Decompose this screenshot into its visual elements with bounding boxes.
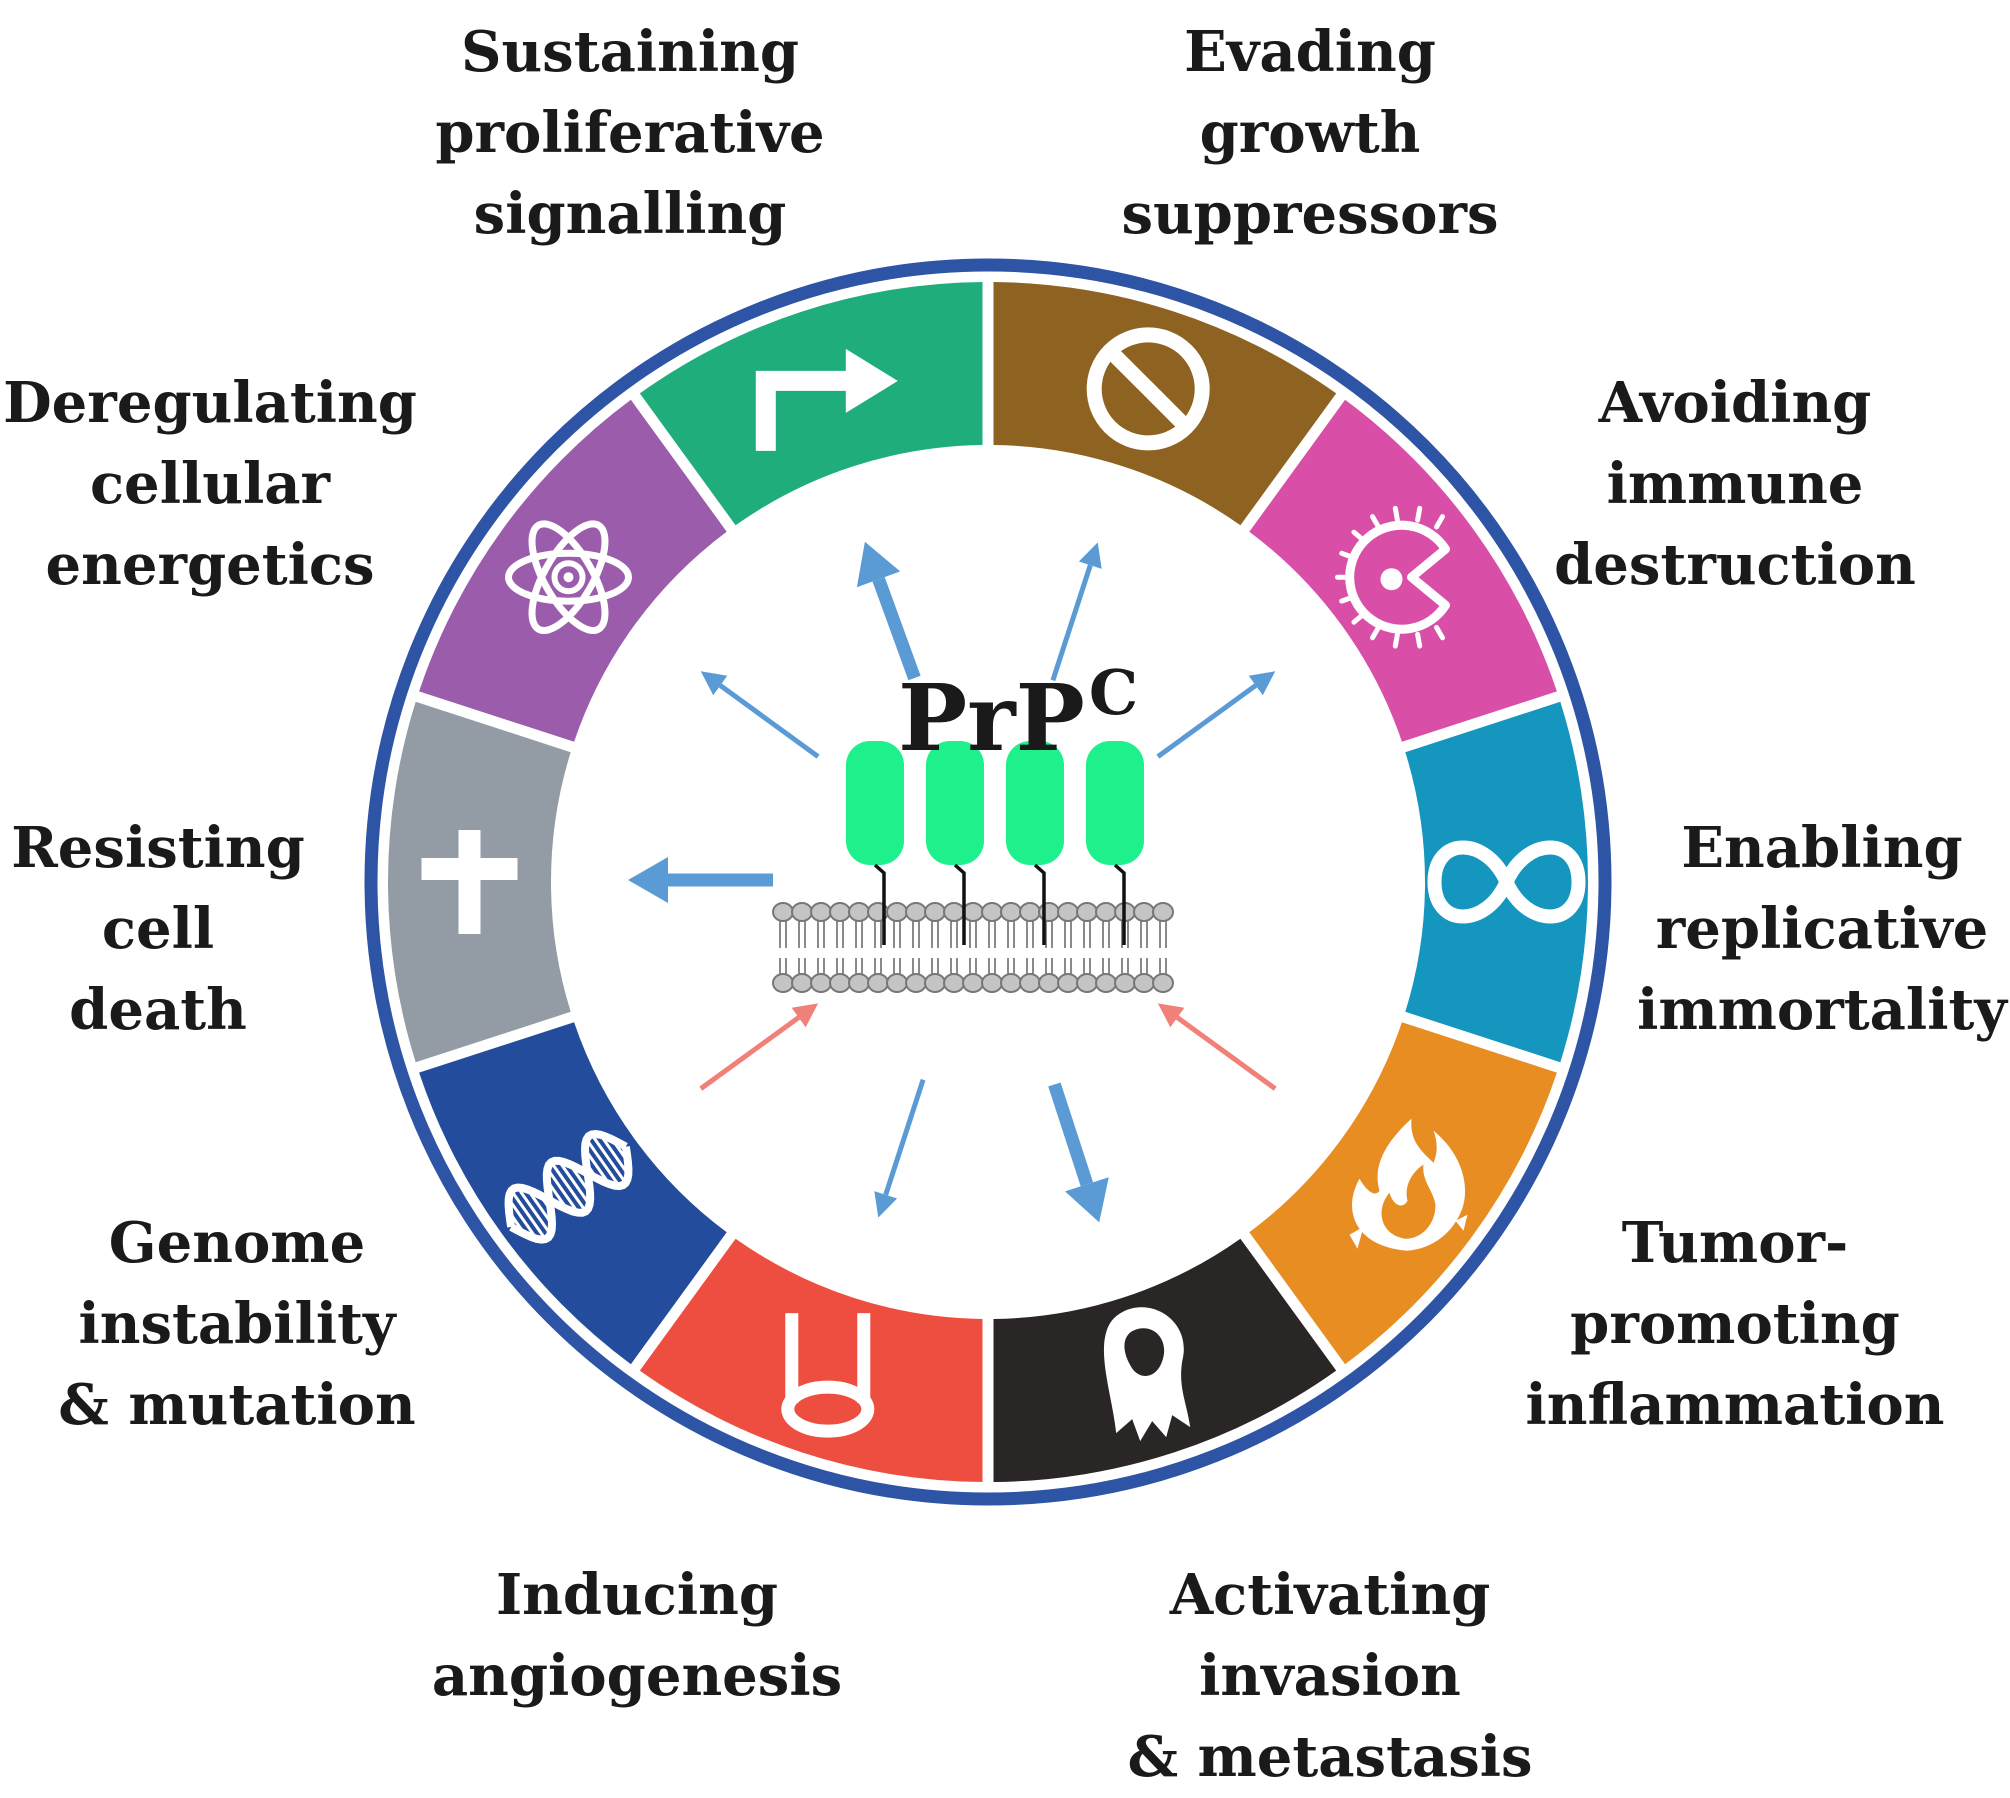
label-line: Genome [108,1210,366,1276]
label-line: Enabling [1681,815,1963,881]
prion-protein [1006,741,1064,945]
segment-proliferative [639,282,983,526]
label-growth-suppressors: Evading growth suppressors [1121,12,1498,255]
center-title-main: PrP [898,664,1085,772]
label-line: Avoiding [1598,370,1872,436]
label-line: proliferative [435,100,825,166]
label-line: cellular [89,451,331,517]
arrow-angiogenesis [874,1078,926,1218]
infinity-icon [1427,840,1586,924]
label-line: energetics [45,532,375,598]
label-line: angiogenesis [431,1643,843,1709]
immune-cell-icon [1335,505,1450,649]
label-energetics: Deregulating cellular energetics [3,363,417,606]
cell-membrane [772,741,1174,993]
dna-icon [504,1129,633,1244]
label-line: immortality [1637,977,2007,1043]
arrows [628,541,1277,1223]
arrow-invasion [1048,1082,1109,1223]
label-line: Inducing [495,1562,779,1628]
label-inflammation: Tumor-promoting inflammation [1526,1203,1945,1446]
segment-energetics [419,399,727,742]
segment-icons [421,327,1586,1442]
segments [388,282,1588,1482]
label-line: signalling [473,181,787,247]
label-line: Deregulating [3,370,417,436]
label-line: growth [1199,100,1421,166]
arrow-cell-death [628,857,773,903]
label-line: death [69,977,247,1043]
cross-icon [421,830,518,934]
center-title-superscript: C [1088,656,1139,729]
center-title: PrPC [898,662,1138,765]
prohibition-icon [1086,327,1210,451]
label-line: suppressors [1121,181,1499,247]
label-line: & metastasis [1127,1724,1533,1790]
label-line: instability [78,1291,396,1357]
label-line: cell [101,896,215,962]
label-proliferative: Sustaining proliferative signalling [435,12,824,255]
arrow-energetics [700,671,820,759]
label-immortality: Enabling replicative immortality [1637,808,2007,1051]
arrow-inflammation [1157,1003,1277,1091]
label-cell-death: Resisting cell death [11,808,305,1051]
arrow-proliferative [856,541,921,681]
label-line: Sustaining [461,19,799,85]
label-line: promoting [1570,1291,1900,1357]
label-line: & mutation [58,1372,416,1438]
segment-angiogenesis [639,1238,983,1482]
prion-protein [1086,741,1144,945]
label-line: destruction [1554,532,1916,598]
label-genome: Genome instability & mutation [58,1203,415,1446]
atom-icon [505,520,632,635]
label-invasion: Activating invasion & metastasis [1127,1555,1532,1798]
label-line: Activating [1169,1562,1491,1628]
segment-immortality [1405,701,1588,1063]
blood-vessel-icon [781,1313,875,1438]
prion-protein [846,741,904,945]
segment-immune [1249,399,1557,742]
metastatic-cell-icon [1103,1307,1191,1442]
label-line: replicative [1655,896,1989,962]
arrow-growth-suppressors [1050,542,1102,682]
label-line: Evading [1184,19,1436,85]
bent-arrow-icon [755,348,898,451]
arrow-immune [1156,671,1276,759]
label-line: inflammation [1525,1372,1945,1438]
outer-ring [364,258,1612,1506]
prion-protein [926,741,984,945]
arrow-genome [699,1003,819,1091]
label-immune: Avoiding immune destruction [1554,363,1916,606]
label-angiogenesis: Inducing angiogenesis [432,1555,842,1717]
label-line: immune [1606,451,1864,517]
label-line: Resisting [11,815,305,881]
label-line: invasion [1199,1643,1461,1709]
label-line: Tumor- [1621,1210,1849,1276]
lipid-bilayer [772,902,1174,993]
flame-icon [1349,1118,1468,1251]
